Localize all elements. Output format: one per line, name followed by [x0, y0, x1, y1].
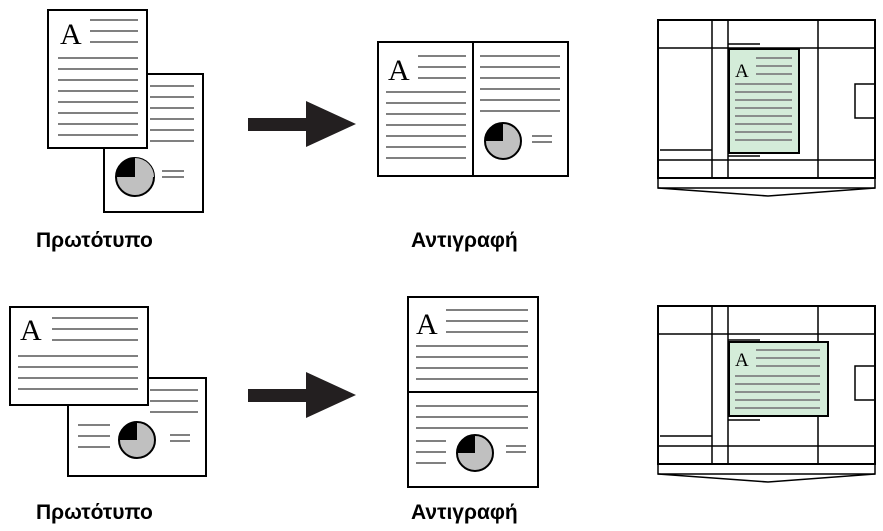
- pie-chart-icon: [118, 421, 156, 459]
- page-letter-a: A: [60, 18, 82, 51]
- placed-original-highlight: [728, 341, 829, 417]
- svg-text:A: A: [416, 308, 438, 341]
- original-label-row-1: Πρωτότυπο: [36, 229, 153, 252]
- arrow-right-icon: [248, 101, 356, 147]
- copy-landscape-sheet: A: [377, 41, 569, 177]
- original-landscape-page-1: A: [9, 306, 149, 406]
- scanner-glass-landscape: A: [657, 305, 876, 483]
- copy-portrait-sheet: A: [407, 296, 539, 488]
- svg-text:A: A: [735, 350, 749, 371]
- original-label-row-2: Πρωτότυπο: [36, 501, 153, 524]
- original-portrait-page-1: A: [47, 9, 148, 149]
- arrow-right-icon: [248, 372, 356, 418]
- original-portrait-page-2: [103, 73, 204, 213]
- pie-chart-icon: [115, 157, 155, 197]
- pie-chart-icon: [456, 434, 494, 472]
- scanner-glass-portrait: A: [657, 19, 876, 197]
- copy-label-row-2: Αντιγραφή: [411, 501, 518, 524]
- pie-chart-icon: [484, 122, 522, 160]
- svg-text:A: A: [735, 61, 749, 82]
- svg-text:A: A: [20, 314, 42, 347]
- svg-text:A: A: [388, 54, 410, 87]
- copy-label-row-1: Αντιγραφή: [411, 229, 518, 252]
